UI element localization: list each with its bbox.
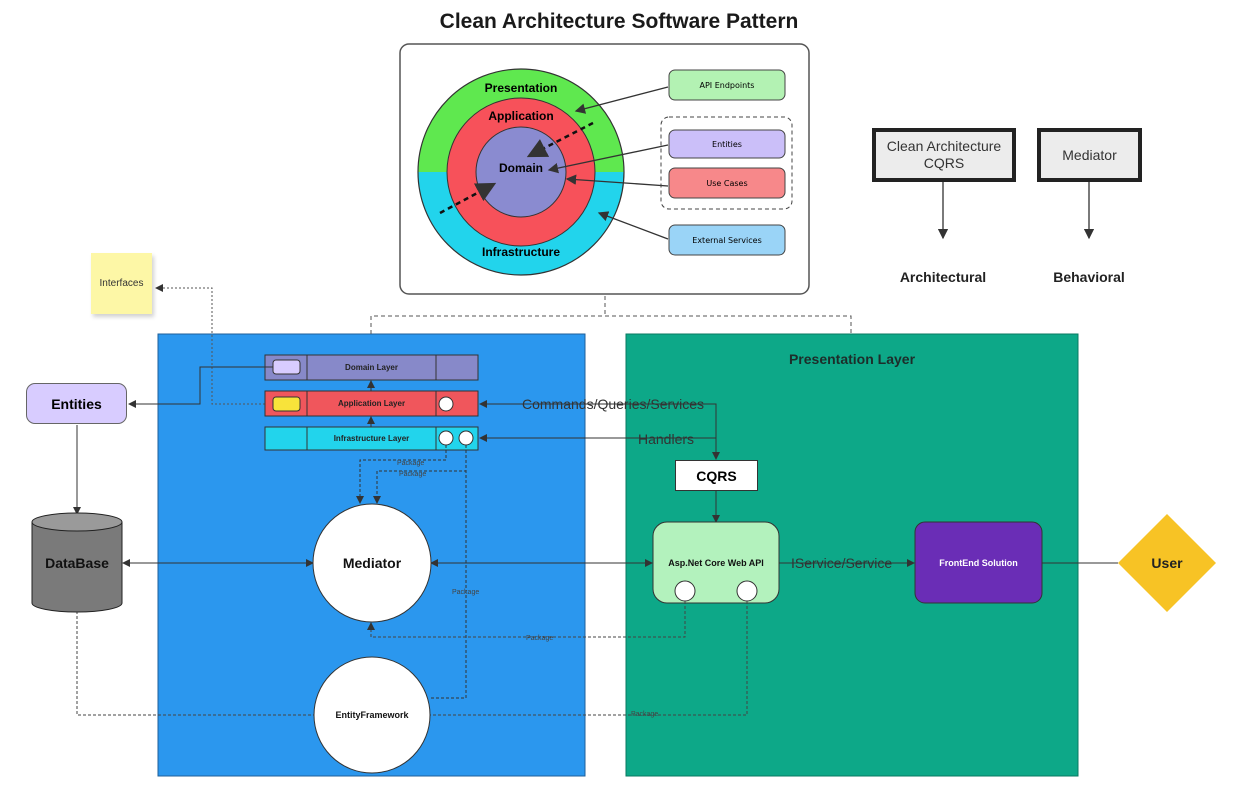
external-arrow [597, 211, 669, 240]
onion-presentation-label: Presentation [484, 81, 558, 95]
mediator-label: Mediator [342, 555, 402, 571]
iservice-label: IService/Service [791, 555, 893, 571]
commands-label: Commands/Queries/Services [522, 396, 705, 412]
entity-framework-circle [313, 656, 431, 774]
domain-layer-bar [264, 354, 479, 381]
domain-layer-label: Domain Layer [345, 363, 398, 372]
entities-callout-label: Entities [712, 139, 742, 149]
use-cases-label: Use Cases [706, 178, 748, 188]
handlers-label: Handlers [638, 431, 695, 447]
application-layer-bar [264, 390, 479, 417]
api-db-package [76, 601, 748, 716]
database-cylinder [31, 512, 123, 613]
mediator-legend-label: Mediator [1062, 147, 1117, 163]
user-label: User [1151, 555, 1183, 571]
api-endpoints-label: API Endpoints [699, 80, 755, 90]
usecases-arrow [565, 174, 669, 187]
package-label-1: Package [397, 460, 425, 467]
frontend-label: FrontEnd Solution [939, 558, 1018, 568]
entities-box: Entities [26, 383, 127, 424]
package-label-2: Package [399, 471, 427, 478]
frontend-box [914, 521, 1043, 604]
page-title: Clean Architecture Software Pattern [439, 10, 799, 33]
cqrs-legend-box [872, 128, 1016, 182]
api-arrow [574, 86, 669, 114]
infra-ef-link [431, 445, 467, 699]
infrastructure-layer-label: Infrastructure Layer [333, 434, 410, 443]
architectural-label: Architectural [899, 269, 987, 285]
application-layer-label: Application Layer [337, 399, 406, 408]
onion-outline [417, 68, 625, 276]
web-api-label: Asp.Net Core Web API [668, 558, 764, 568]
onion-domain-label: Domain [498, 161, 543, 175]
mediator-circle [312, 503, 432, 623]
external-services-box [668, 224, 786, 256]
user-diamond [1118, 514, 1216, 612]
package-label-4: Package [526, 635, 554, 642]
usecases-box [668, 167, 786, 199]
api-endpoints-box [668, 69, 786, 101]
presentation-layer-title: Presentation Layer [788, 351, 916, 367]
dashed-arrow-outer-in [526, 121, 594, 158]
infra-package-1 [356, 445, 447, 504]
cqrs-box: CQRS [675, 460, 758, 491]
package-label-5: Package [631, 711, 659, 718]
onion-infrastructure-label: Infrastructure [481, 245, 561, 259]
database-label: DataBase [45, 555, 109, 571]
interfaces-note: Interfaces [91, 253, 152, 314]
api-mediator-package [367, 601, 686, 638]
external-services-label: External Services [692, 235, 762, 245]
cqrs-legend-label: Clean Architecture CQRS [886, 138, 1002, 171]
frame-panel-connector [370, 296, 852, 334]
domain-to-entities-link [128, 366, 273, 408]
mediator-legend-box [1037, 128, 1142, 182]
entities-arrow [547, 144, 669, 174]
package-label-3: Package [452, 589, 480, 596]
infrastructure-layer-bar [264, 426, 479, 451]
web-api-port-left [674, 580, 696, 602]
entities-callout-box [668, 129, 786, 159]
web-api-port-right [736, 580, 758, 602]
interfaces-link [155, 284, 265, 405]
behavioral-label: Behavioral [1053, 269, 1125, 285]
onion-application-label: Application [488, 109, 554, 123]
entity-framework-label: EntityFramework [335, 710, 409, 720]
dashed-arrow-bottom-in [439, 182, 497, 215]
entities-usecases-group [660, 116, 793, 210]
